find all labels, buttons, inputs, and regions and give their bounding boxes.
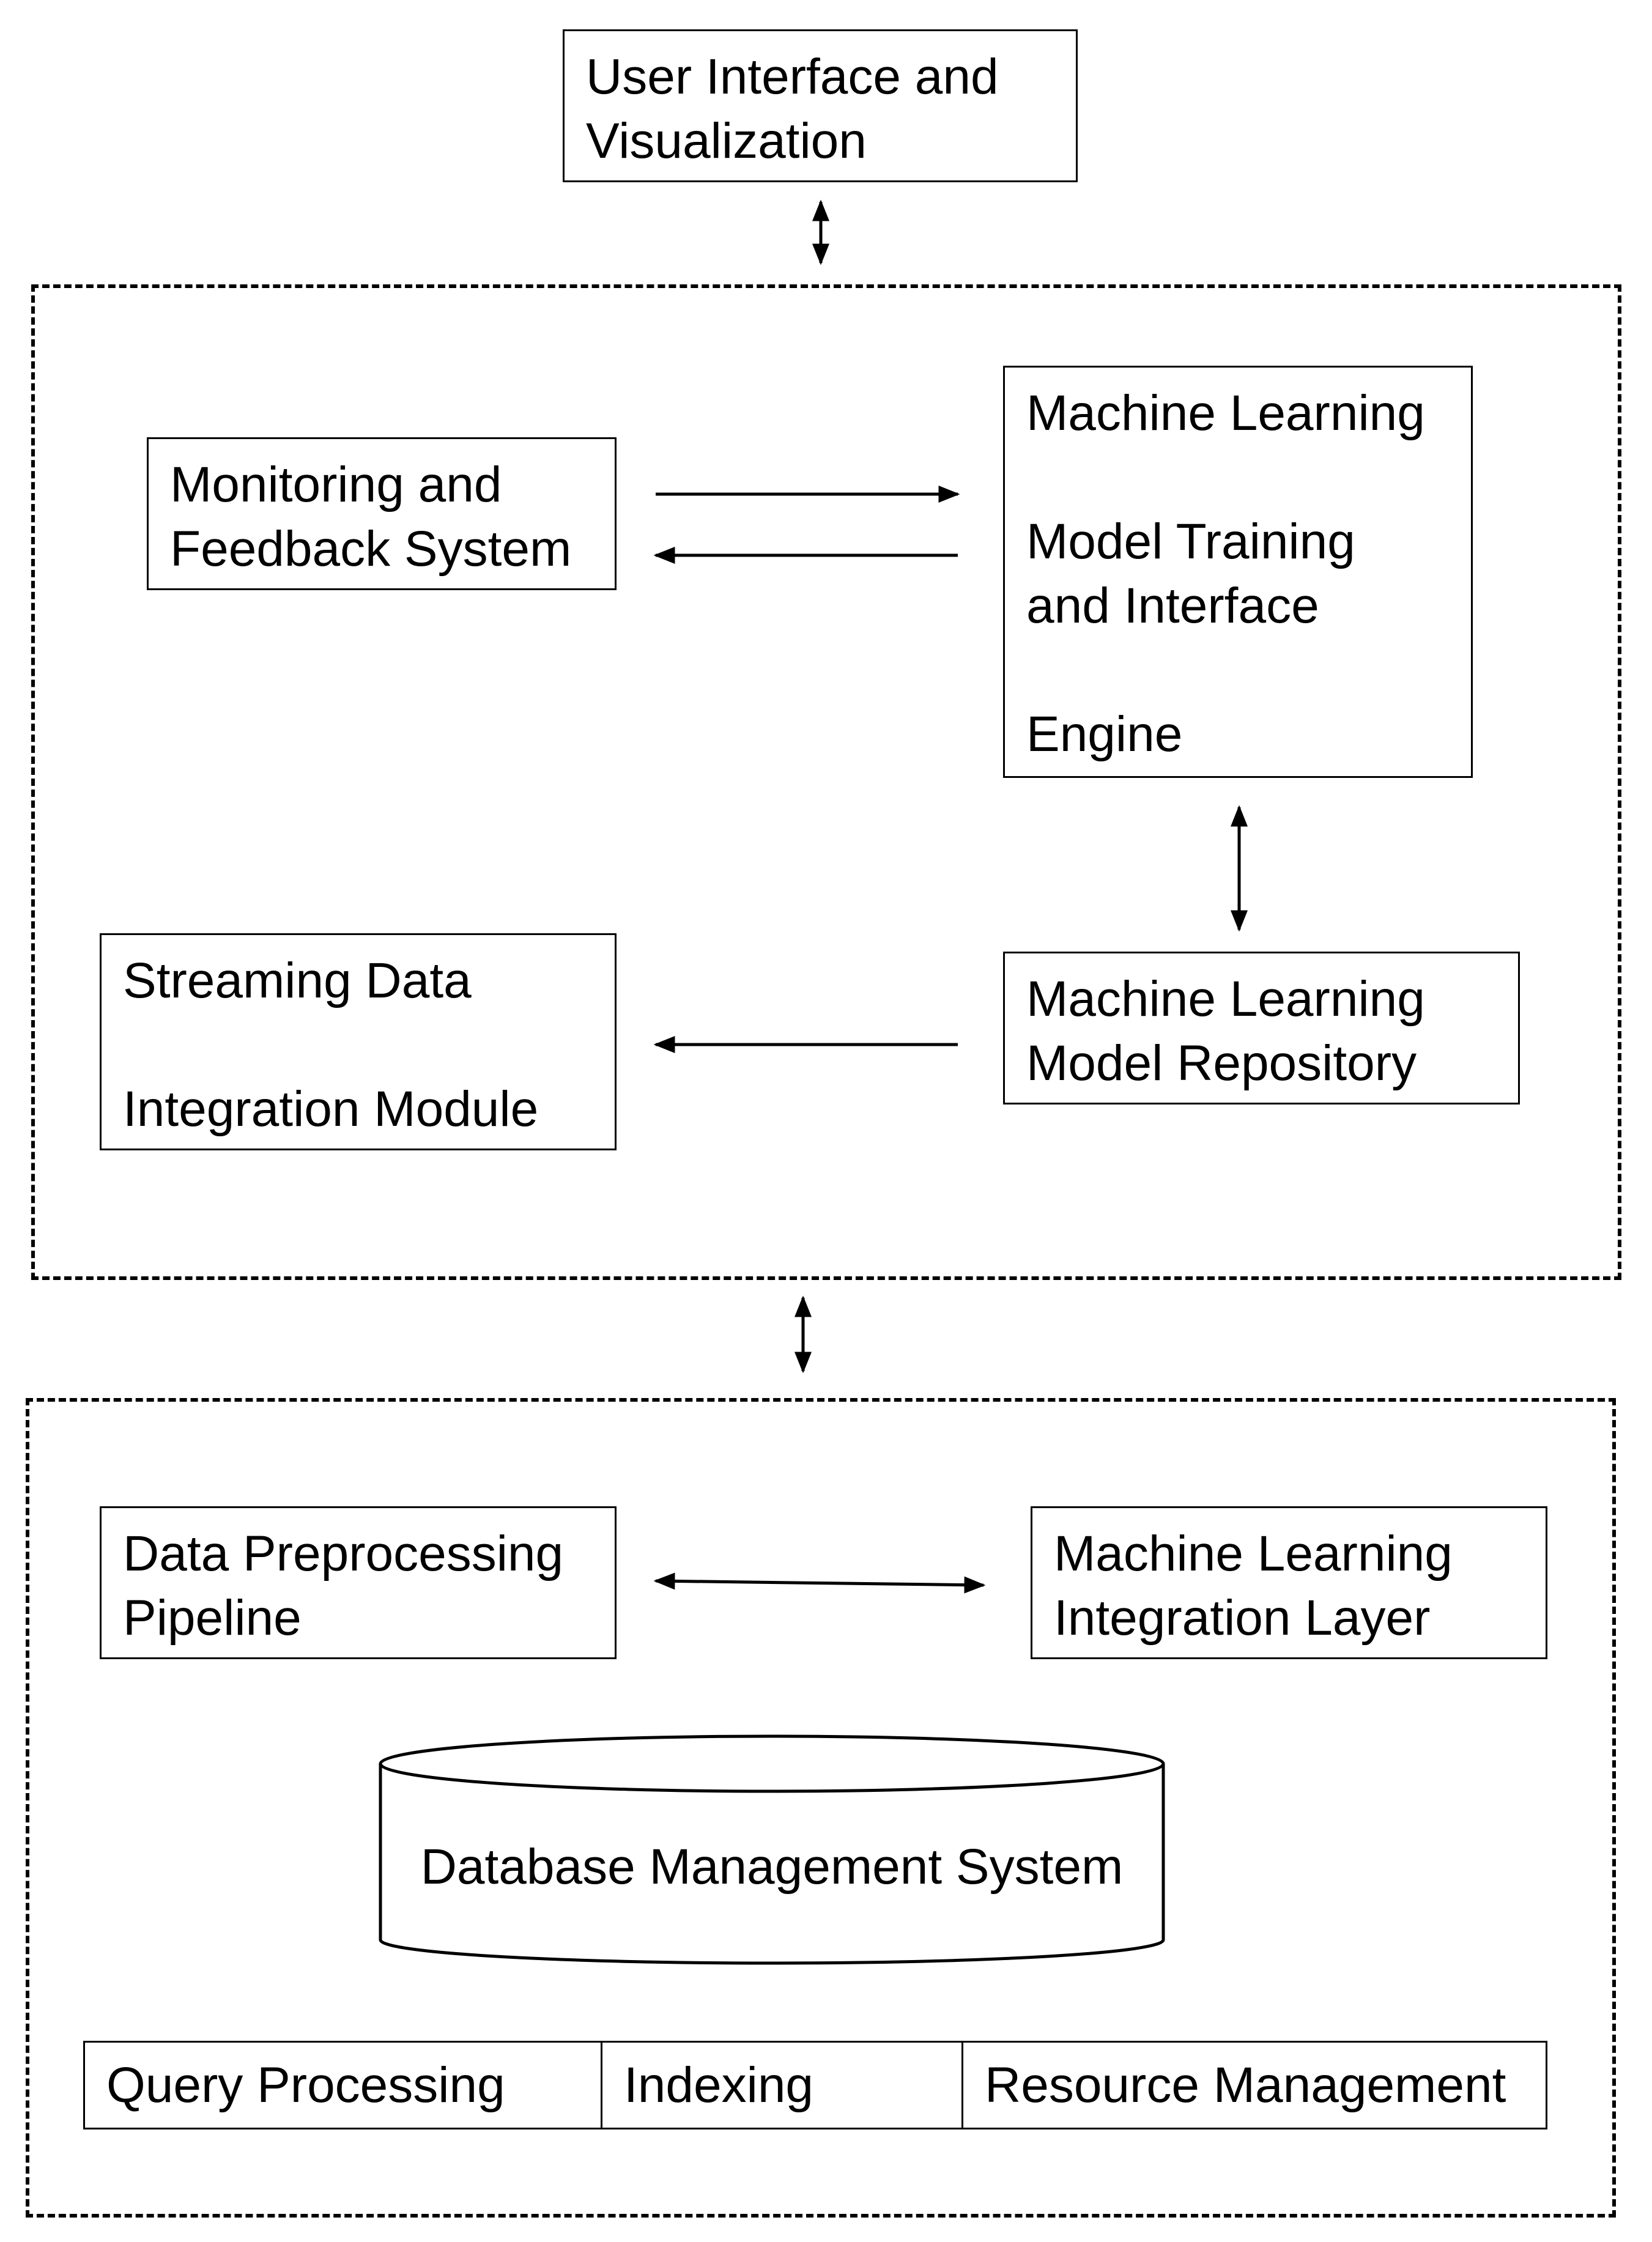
repository-line-1: Machine Learning: [1026, 971, 1425, 1027]
ml-integration-layer-label: Machine Learning Integration Layer: [1054, 1522, 1453, 1650]
model-repository-label: Machine Learning Model Repository: [1026, 967, 1425, 1095]
integration-line-1: Machine Learning: [1054, 1526, 1453, 1582]
ml-integration-layer-box: Machine Learning Integration Layer: [1031, 1506, 1547, 1659]
model-repository-box: Machine Learning Model Repository: [1003, 952, 1520, 1104]
monitoring-feedback-label: Monitoring and Feedback System: [170, 453, 571, 581]
streaming-data-box: Streaming Data Integration Module: [100, 933, 617, 1150]
integration-line-2: Integration Layer: [1054, 1590, 1431, 1646]
ui-line-2: Visualization: [586, 113, 867, 169]
middle-layer-group: [31, 284, 1621, 1280]
engine-line-1: Machine Learning: [1026, 385, 1425, 441]
query-processing-cell: Query Processing: [106, 2057, 505, 2113]
streaming-line-2: Integration Module: [123, 1081, 539, 1137]
data-preprocessing-label: Data Preprocessing Pipeline: [123, 1522, 563, 1650]
monitor-line-2: Feedback System: [170, 521, 572, 577]
database-cylinder-icon: [379, 1734, 1165, 1965]
bottom-layer-group: [26, 1398, 1616, 2218]
repository-line-2: Model Repository: [1026, 1035, 1417, 1091]
streaming-line-1: Streaming Data: [123, 953, 472, 1008]
engine-line-4: Engine: [1026, 706, 1183, 762]
indexing-cell: Indexing: [601, 2043, 961, 2128]
ui-line-1: User Interface and: [586, 49, 999, 105]
streaming-data-label: Streaming Data Integration Module: [123, 949, 538, 1141]
preprocessing-line-1: Data Preprocessing: [123, 1526, 564, 1582]
ml-engine-label: Machine Learning Model Training and Inte…: [1026, 381, 1425, 766]
data-preprocessing-box: Data Preprocessing Pipeline: [100, 1506, 617, 1659]
preprocessing-line-2: Pipeline: [123, 1590, 302, 1646]
engine-line-3: and Interface: [1026, 578, 1319, 634]
ml-engine-box: Machine Learning Model Training and Inte…: [1003, 366, 1473, 778]
preprocessing-integration-arrow: [653, 1572, 986, 1594]
engine-line-2: Model Training: [1026, 514, 1355, 569]
ui-visualization-label: User Interface and Visualization: [586, 45, 999, 173]
resource-management-cell: Resource Management: [961, 2043, 1546, 2128]
monitoring-feedback-box: Monitoring and Feedback System: [147, 437, 617, 590]
database-label: Database Management System: [420, 1839, 1124, 1895]
monitor-line-1: Monitoring and: [170, 457, 502, 512]
dbms-components-row: Query Processing Indexing Resource Manag…: [83, 2041, 1547, 2129]
ui-visualization-box: User Interface and Visualization: [563, 29, 1078, 182]
